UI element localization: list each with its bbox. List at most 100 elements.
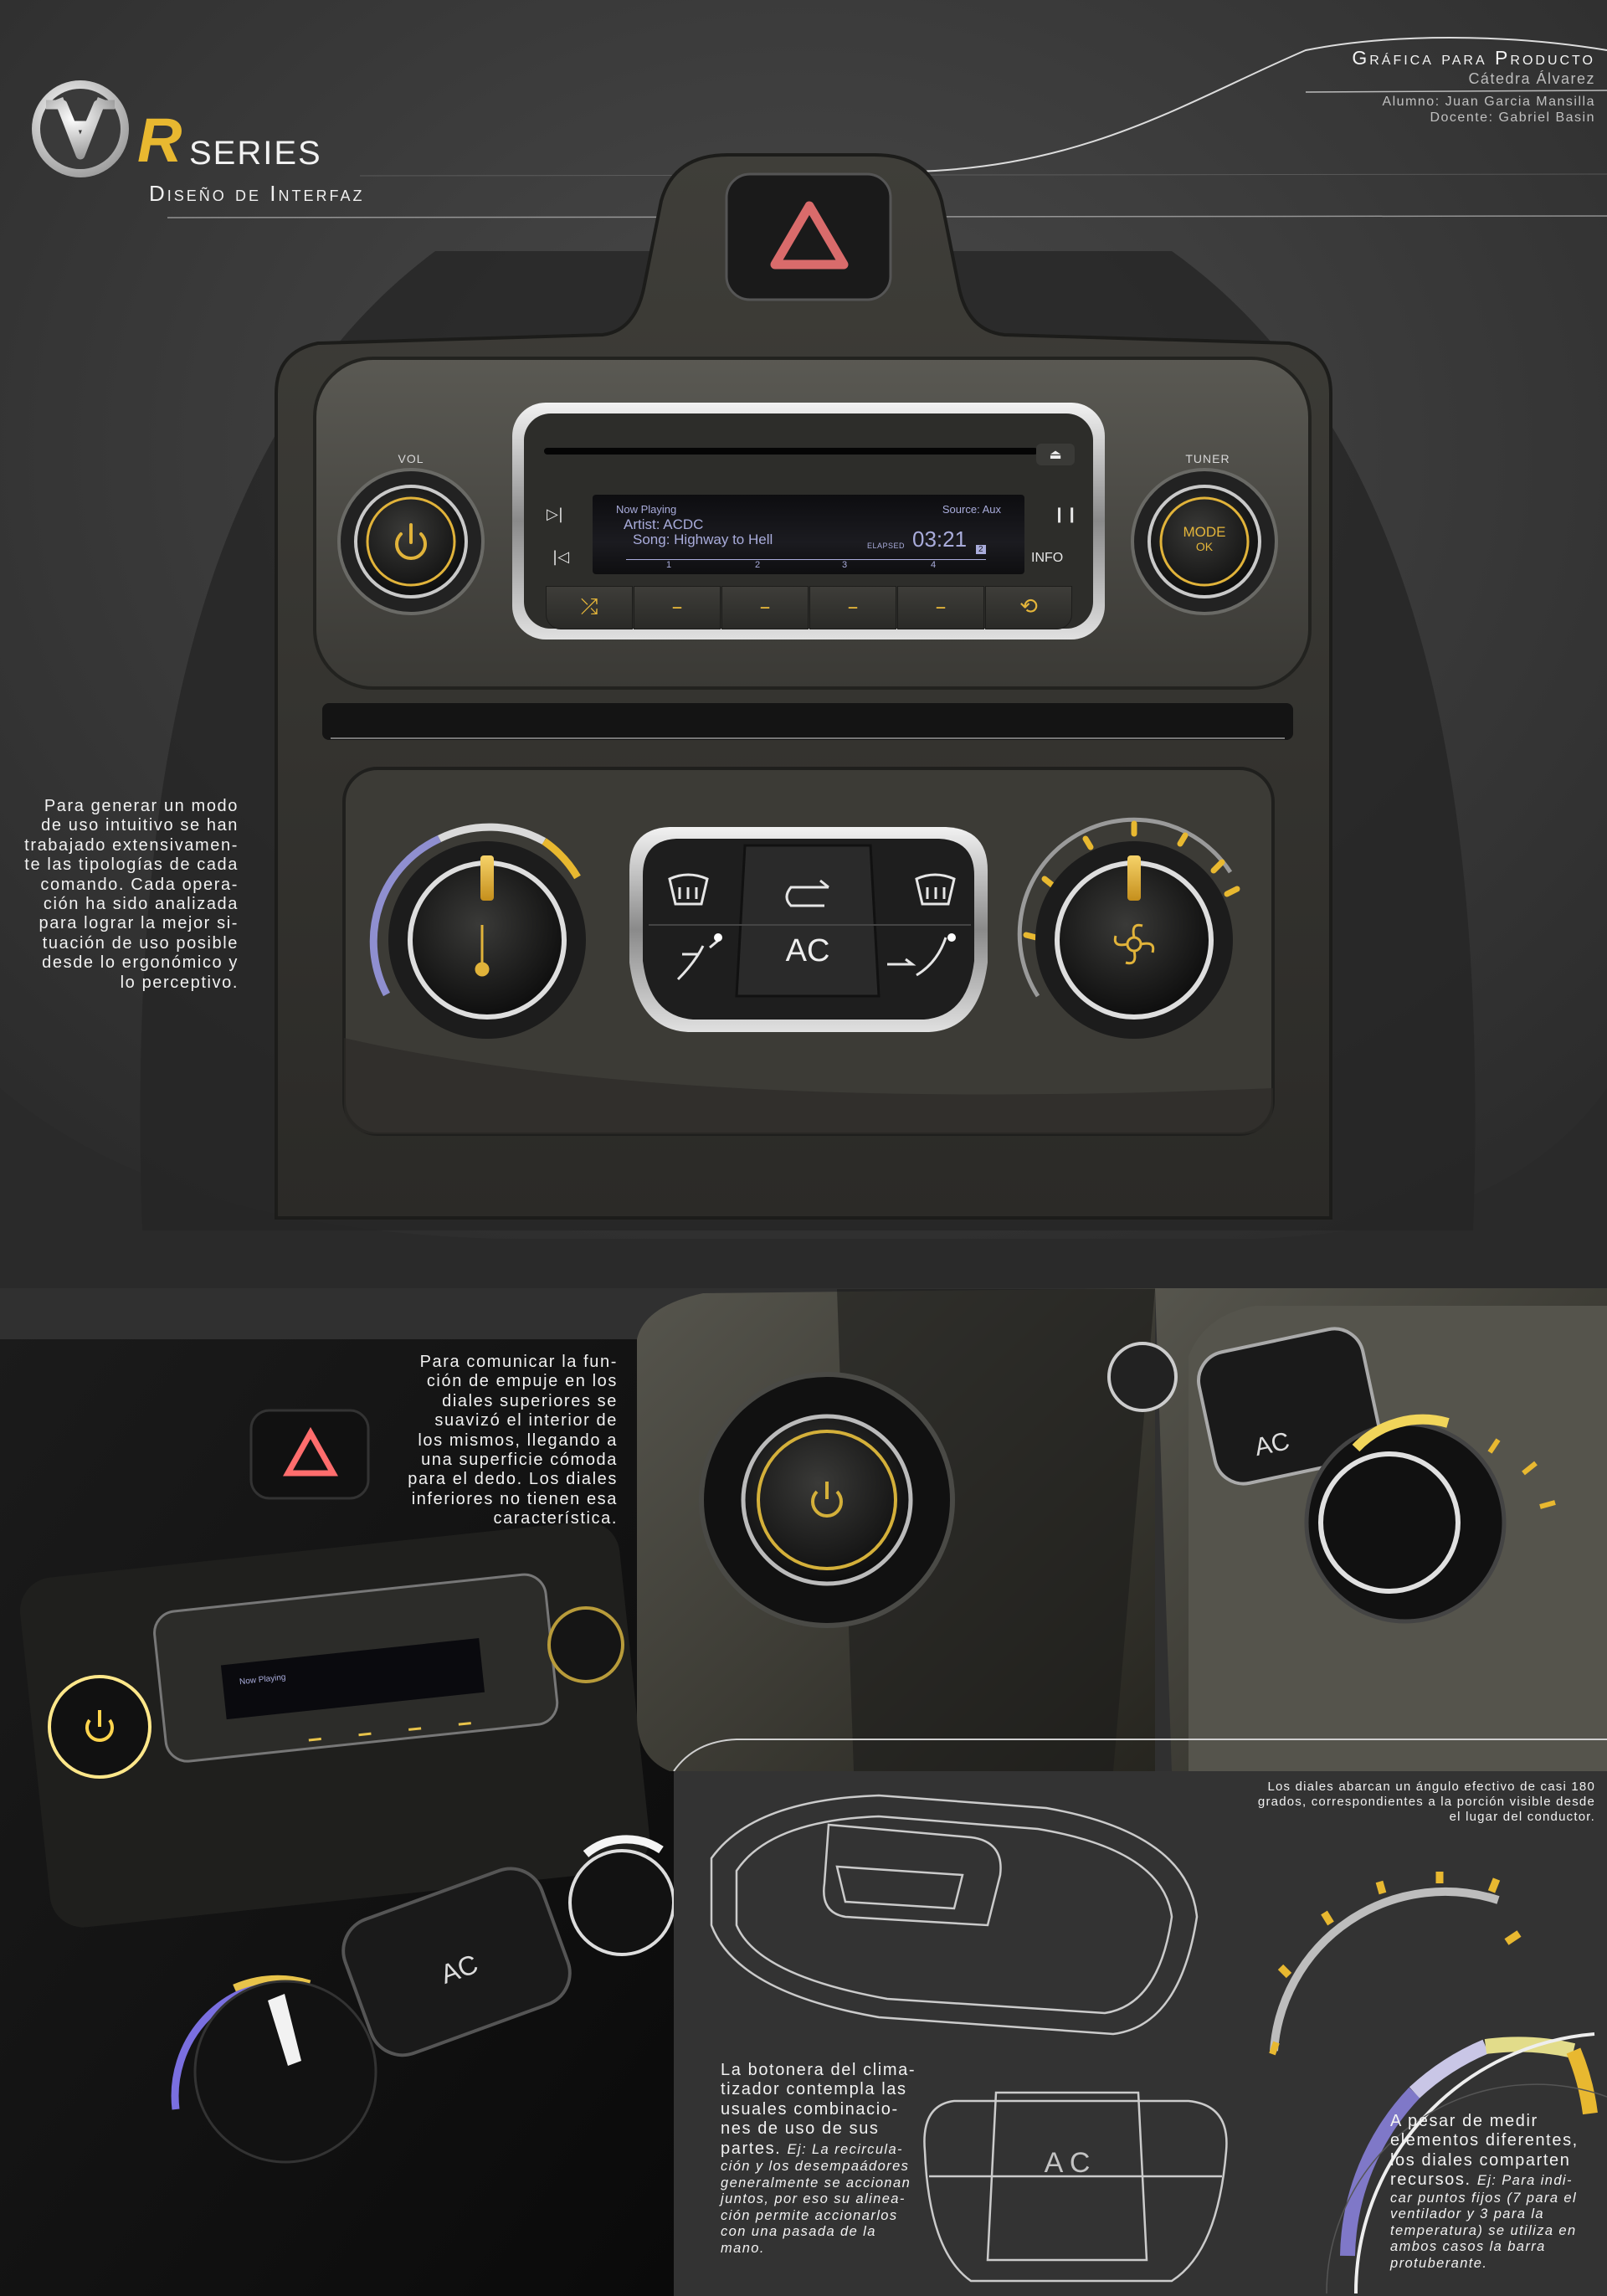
preset-button-3[interactable]: – — [809, 586, 896, 629]
climate-pad-sketch — [710, 1794, 1199, 2036]
preset-2: 2 — [755, 560, 761, 570]
note-line: car puntos fijos (7 para el — [1390, 2190, 1578, 2206]
note-line: usuales combinacio- — [721, 2099, 899, 2119]
note-line: con una pasada de la — [721, 2224, 876, 2240]
note-line: para el dedo. Los diales — [408, 1470, 618, 1489]
shuffle-icon: ⤮ — [580, 594, 598, 619]
note-line: juntos, por eso su alinea- — [721, 2191, 906, 2207]
note-line: te las tipologías de cada — [24, 855, 239, 875]
play-next-icon: ▷| — [547, 506, 563, 523]
page-subtitle: Diseño de Interfaz — [149, 181, 365, 206]
note-line: el lugar del conductor. — [1449, 1810, 1595, 1824]
shuffle-button[interactable]: ⤮ — [546, 586, 633, 629]
tuner-label: TUNER — [1185, 452, 1230, 465]
preset-1: 1 — [666, 560, 672, 570]
note-line: inferiores no tienen esa — [411, 1489, 618, 1508]
note-line: partes. Ej: La recircula- — [721, 2139, 916, 2159]
note-line: comando. Cada opera- — [40, 875, 239, 894]
tuner-mode-knob[interactable] — [1131, 468, 1278, 615]
note-push-function: Para comunicar la fun-ción de empuje en … — [408, 1353, 618, 1529]
eject-icon: ⏏ — [1049, 446, 1062, 462]
fan-dial-arc-diagram — [1269, 1872, 1522, 2056]
note-line: generalmente se accionan — [721, 2175, 911, 2191]
pause-button[interactable]: ❙❙ — [1053, 506, 1078, 523]
note-line: trabajado extensivamen- — [24, 835, 239, 855]
note-line: La botonera del clima- — [721, 2061, 916, 2079]
preset-button-1[interactable]: – — [634, 586, 721, 629]
note-line: diales superiores se — [442, 1391, 618, 1410]
student-name: Alumno: Juan Garcia Mansilla — [1382, 95, 1595, 109]
note-line: para lograr la mejor si- — [39, 914, 239, 933]
note-line: Para generar un modo — [44, 797, 239, 815]
note-example: Ej: Para indi- — [1476, 2173, 1573, 2189]
hazard-icon — [770, 201, 849, 270]
note-line: ción ha sido analizada — [43, 895, 239, 914]
brand-r-letter: R — [137, 105, 182, 175]
temperature-dial-arc-diagram — [1340, 2032, 1598, 2294]
next-track-button[interactable]: ▷| — [547, 506, 563, 523]
note-line: tizador contempla las — [721, 2080, 907, 2099]
info-button[interactable]: INFO — [1031, 551, 1064, 565]
elapsed-time: 03:21 — [912, 526, 968, 552]
source-label: Source: Aux — [942, 503, 1001, 516]
radio-display: Now Playing Source: Aux Artist: ACDC Son… — [593, 495, 1024, 574]
eject-button[interactable]: ⏏ — [1036, 444, 1075, 465]
ac-button[interactable]: AC — [785, 933, 830, 968]
note-line: una superficie cómoda — [421, 1451, 618, 1470]
preset-badge: 2 — [976, 545, 986, 554]
note-line: protuberante. — [1390, 2255, 1488, 2271]
note-line: ción de empuje en los — [426, 1372, 618, 1391]
defrost-rear-icon — [915, 873, 956, 906]
note-text: partes. — [721, 2139, 782, 2158]
brand-series: SERIES — [189, 135, 322, 172]
preset-button-2[interactable]: – — [721, 586, 809, 629]
song-text: Song: Highway to Hell — [633, 532, 773, 547]
note-line: desde lo ergonómico y — [42, 953, 239, 973]
note-climate-pad: La botonera del clima-tizador contempla … — [721, 2061, 916, 2257]
vw-logo — [32, 80, 129, 177]
power-icon — [395, 523, 427, 561]
ok-label: OK — [1195, 540, 1214, 553]
chair-name: Cátedra Álvarez — [1468, 70, 1595, 87]
previous-track-button[interactable]: |◁ — [552, 548, 569, 566]
cd-slot — [544, 448, 1038, 455]
note-line: característica. — [493, 1509, 618, 1528]
preset-3: 3 — [842, 560, 848, 570]
airflow-feet-icon — [887, 937, 947, 977]
climate-button-pad[interactable] — [629, 827, 988, 1032]
note-line: los diales comparten — [1390, 2150, 1571, 2170]
note-line: A pesar de medir — [1390, 2112, 1538, 2130]
note-line: de uso intuitivo se han — [41, 816, 239, 835]
preset-button-4[interactable]: – — [897, 586, 984, 629]
volume-power-knob[interactable] — [337, 468, 485, 615]
course-title: Gráfica para Producto — [1352, 47, 1595, 69]
pause-icon: ❙❙ — [1053, 506, 1079, 523]
note-line: ción permite accionarlos — [721, 2207, 898, 2223]
note-line: mano. — [721, 2240, 765, 2256]
teacher-name: Docente: Gabriel Basin — [1430, 110, 1595, 125]
artist-text: Artist: ACDC — [624, 516, 704, 532]
note-line: elementos diferentes, — [1390, 2131, 1579, 2150]
mode-ok-button[interactable]: MODE OK — [1172, 525, 1237, 554]
repeat-icon: ⟲ — [1019, 594, 1038, 619]
fan-dial[interactable] — [1017, 817, 1240, 1039]
elapsed-label: ELAPSED — [867, 542, 906, 550]
hazard-button[interactable] — [725, 172, 892, 301]
repeat-button[interactable]: ⟲ — [985, 586, 1072, 629]
note-line: tuación de uso posible — [42, 933, 239, 953]
defrost-front-icon — [668, 873, 709, 906]
dial-outline-arc — [1326, 2083, 1607, 2294]
note-line: ambos casos la barra — [1390, 2239, 1546, 2255]
display-divider — [626, 559, 986, 560]
note-line: Para comunicar la fun- — [419, 1353, 618, 1371]
note-line: recursos. Ej: Para indi- — [1390, 2170, 1579, 2190]
fan-icon — [1113, 923, 1155, 965]
note-line: los mismos, llegando a — [418, 1431, 618, 1450]
temperature-dial[interactable] — [369, 823, 586, 1039]
now-playing-label: Now Playing — [616, 503, 677, 516]
note-line: lo perceptivo. — [120, 973, 239, 992]
note-example: Ej: La recircula- — [787, 2141, 903, 2157]
